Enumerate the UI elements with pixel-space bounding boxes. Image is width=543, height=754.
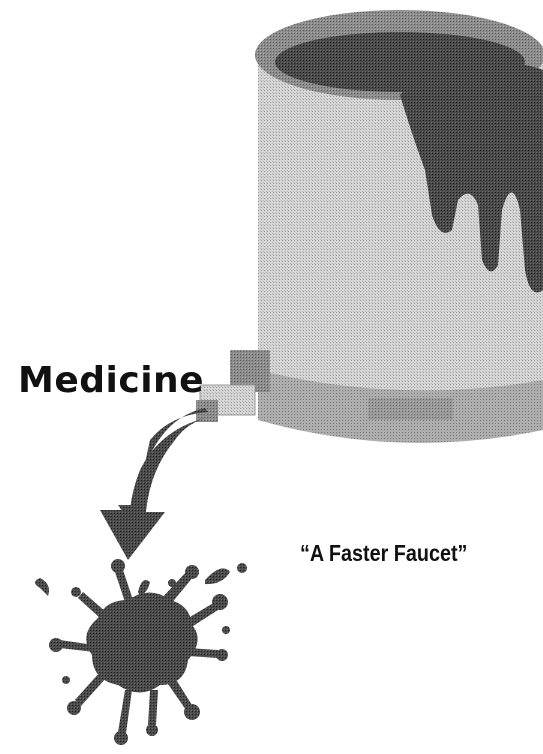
- curved-arrow-icon: [100, 408, 208, 560]
- medicine-label: Medicine: [18, 360, 204, 401]
- paint-can-icon: [255, 10, 543, 443]
- faucet-caption: “A Faster Faucet”: [300, 540, 467, 567]
- splat-icon: [35, 559, 247, 745]
